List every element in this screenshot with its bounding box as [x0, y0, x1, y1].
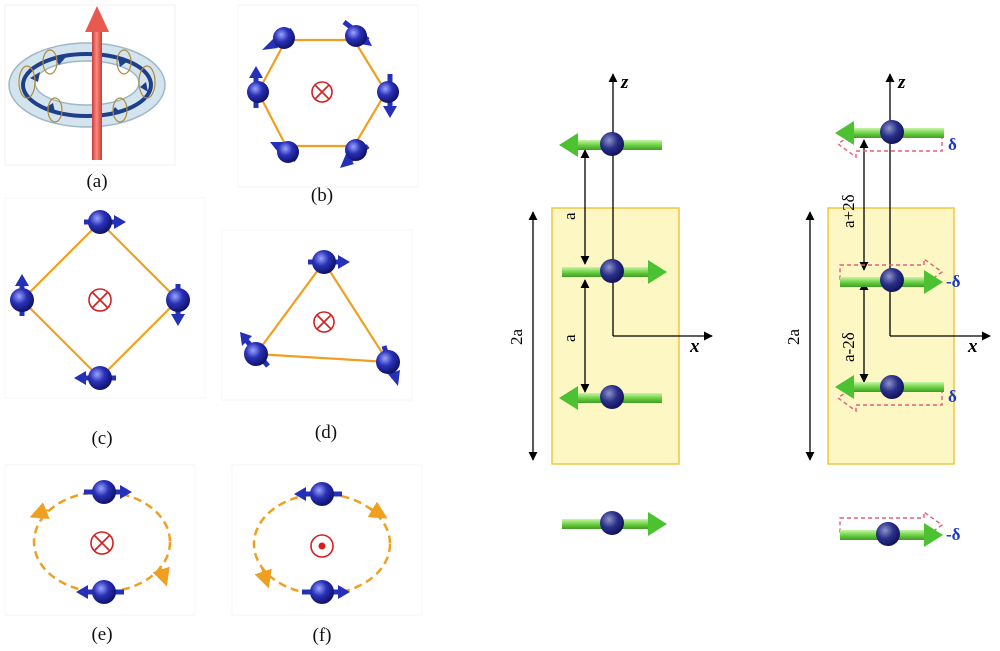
- middle-diagram: z x 2a a a: [507, 72, 713, 536]
- spin-c3: [74, 366, 116, 390]
- cell-height-label: 2a: [507, 329, 526, 346]
- triangle-bond: [253, 260, 391, 364]
- spin-row-2: [562, 259, 667, 284]
- spin-row-4: [562, 511, 667, 536]
- toroidal-moment-arrowhead: [85, 6, 109, 32]
- spin-row-2: -δ: [839, 257, 961, 294]
- z-axis-label: z: [897, 72, 906, 93]
- spin-b3: [377, 74, 399, 118]
- spacing-label-bottom: a: [560, 334, 579, 342]
- displacement-label-1: δ: [948, 135, 957, 154]
- caption-c: (c): [91, 428, 112, 449]
- cell-height-label: 2a: [784, 329, 803, 346]
- spin-row-3: δ: [835, 375, 957, 413]
- panel-c: (c): [4, 197, 206, 449]
- spin-b2: [342, 20, 372, 47]
- panel-f: (f): [231, 464, 423, 646]
- spin-c2: [166, 284, 190, 326]
- spin-b4: [340, 139, 370, 168]
- spin-e1: [84, 480, 132, 504]
- caption-b: (b): [311, 185, 333, 206]
- spin-d2: [376, 345, 400, 386]
- dot-symbol: [310, 534, 334, 558]
- panel-b: (b): [237, 4, 419, 206]
- toroidal-moment-rod: [92, 30, 102, 160]
- spin-d1: [308, 250, 350, 274]
- cross-symbol: [313, 311, 335, 333]
- spin-f1: [294, 482, 342, 506]
- spin-row-3: [559, 385, 662, 410]
- spin-e2: [76, 580, 124, 604]
- spin-row-1: [559, 132, 662, 157]
- spin-c1: [84, 210, 126, 234]
- spin-f2: [302, 580, 350, 604]
- spin-b6: [247, 66, 269, 108]
- spacing-label-top: a+2δ: [839, 194, 858, 228]
- cross-symbol: [88, 288, 112, 312]
- toroidal-loop: [21, 52, 153, 118]
- cross-symbol: [90, 531, 114, 555]
- spacing-label-bottom: a-2δ: [839, 332, 858, 362]
- spin-row-1: δ: [835, 120, 957, 159]
- cross-symbol: [311, 81, 333, 103]
- spin-b1: [262, 27, 295, 50]
- spin-c4: [10, 274, 34, 316]
- spin-row-4: -δ: [839, 510, 961, 547]
- spin-d3: [240, 332, 270, 368]
- caption-f: (f): [313, 625, 332, 646]
- displacement-label-3: δ: [948, 387, 957, 406]
- z-axis-label: z: [620, 72, 629, 93]
- x-axis-label: x: [689, 336, 700, 357]
- right-diagram: z x 2a a+2δ a-2δ δ -δ δ: [784, 72, 991, 547]
- displacement-label-4: -δ: [946, 525, 961, 544]
- spin-b5: [270, 141, 299, 163]
- torus-hole: [34, 60, 140, 106]
- caption-a: (a): [86, 171, 107, 192]
- panel-a: (a): [4, 4, 176, 192]
- caption-e: (e): [91, 624, 112, 645]
- displacement-label-2: -δ: [946, 272, 961, 291]
- x-axis-label: x: [967, 336, 978, 357]
- spacing-label-top: a: [560, 212, 579, 220]
- panel-e: (e): [4, 464, 196, 645]
- panel-d: (d): [221, 229, 413, 443]
- caption-d: (d): [315, 422, 337, 443]
